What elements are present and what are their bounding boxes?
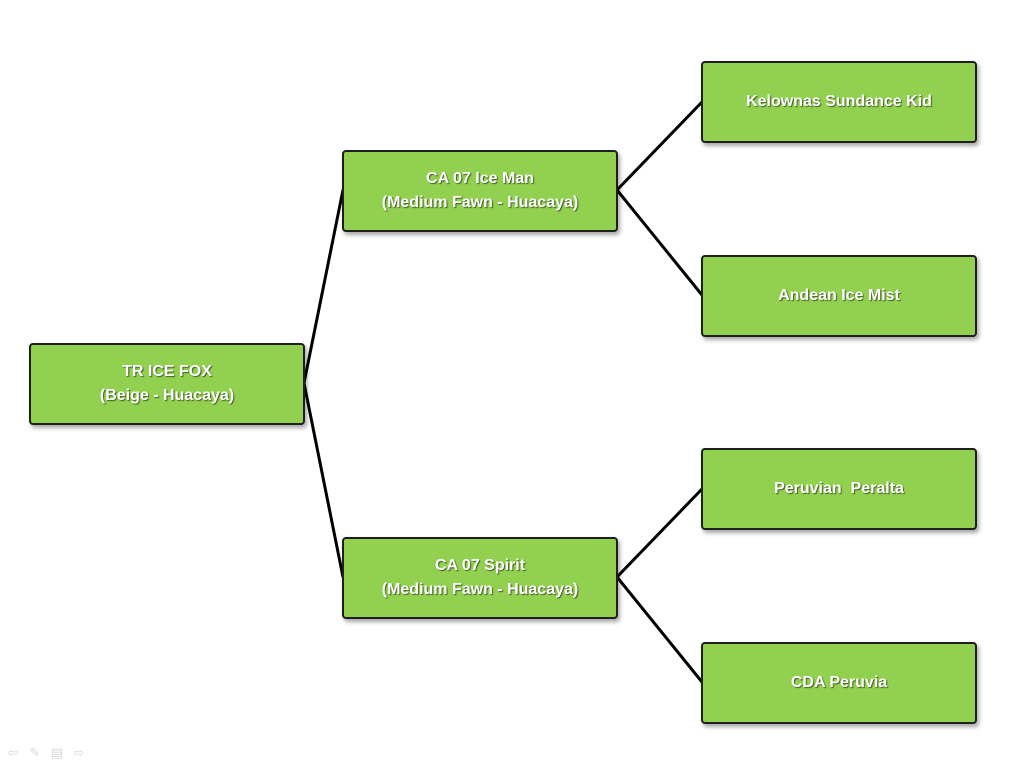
connector-root-to-sire: [302, 188, 345, 385]
node-ca-07-spirit: CA 07 Spirit (Medium Fawn - Huacaya): [342, 537, 618, 619]
previous-arrow-icon[interactable]: ⇦: [7, 745, 19, 760]
connector-sire-to-sire-dam: [615, 188, 704, 297]
node-name: CDA Peruvia: [790, 674, 888, 691]
connector-sire-to-sire-sire: [615, 100, 704, 192]
node-description: (Beige - Huacaya): [99, 387, 235, 404]
node-name: Peruvian Peralta: [774, 480, 904, 497]
node-name: TR ICE FOX: [122, 363, 212, 380]
slide-navigation-toolbar: ⇦ ✎ ▤ ⇨: [6, 746, 86, 760]
connector-root-to-dam: [302, 381, 345, 579]
node-name: CA 07 Spirit: [434, 557, 526, 574]
pen-icon[interactable]: ✎: [29, 745, 41, 760]
node-description: (Medium Fawn - Huacaya): [381, 194, 579, 211]
node-description: (Medium Fawn - Huacaya): [381, 581, 579, 598]
node-name: Kelownas Sundance Kid: [746, 93, 932, 110]
node-peruvian-peralta: Peruvian Peralta: [701, 448, 977, 530]
node-name: Andean Ice Mist: [778, 287, 900, 304]
node-cda-peruvia: CDA Peruvia: [701, 642, 977, 724]
node-tr-ice-fox: TR ICE FOX (Beige - Huacaya): [29, 343, 305, 425]
node-andean-ice-mist: Andean Ice Mist: [701, 255, 977, 337]
connector-dam-to-dam-dam: [615, 575, 704, 684]
next-arrow-icon[interactable]: ⇨: [73, 745, 85, 760]
slide-menu-icon[interactable]: ▤: [50, 745, 64, 760]
connector-dam-to-dam-sire: [615, 487, 704, 579]
node-ca-07-ice-man: CA 07 Ice Man (Medium Fawn - Huacaya): [342, 150, 618, 232]
node-name: CA 07 Ice Man: [426, 170, 534, 187]
node-kelownas-sundance-kid: Kelownas Sundance Kid: [701, 61, 977, 143]
